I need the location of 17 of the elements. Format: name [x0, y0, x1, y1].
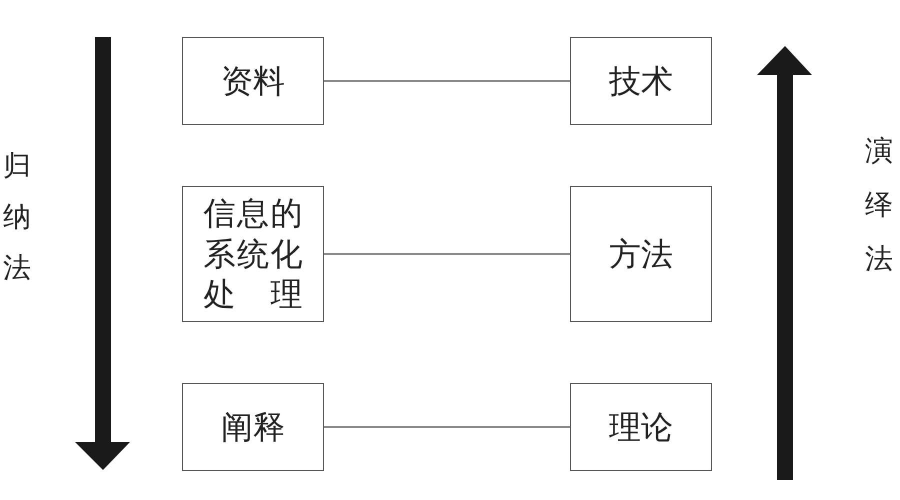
side-label: 演绎法 [864, 133, 894, 277]
box-label: 信息的系统化处理 [203, 192, 303, 316]
box-label: 阐释 [221, 406, 285, 448]
side-label: 归纳法 [2, 148, 32, 286]
box-label: 资料 [221, 60, 285, 102]
box-label: 理论 [609, 406, 673, 448]
process-box [182, 186, 324, 322]
box-label: 方法 [609, 234, 673, 274]
connector-line [324, 426, 570, 428]
process-box [570, 383, 712, 471]
process-box [570, 37, 712, 125]
process-box [182, 383, 324, 471]
process-box [570, 186, 712, 322]
connector-line [324, 253, 570, 255]
box-label: 技术 [609, 60, 673, 102]
connector-line [324, 80, 570, 82]
process-box [182, 37, 324, 125]
